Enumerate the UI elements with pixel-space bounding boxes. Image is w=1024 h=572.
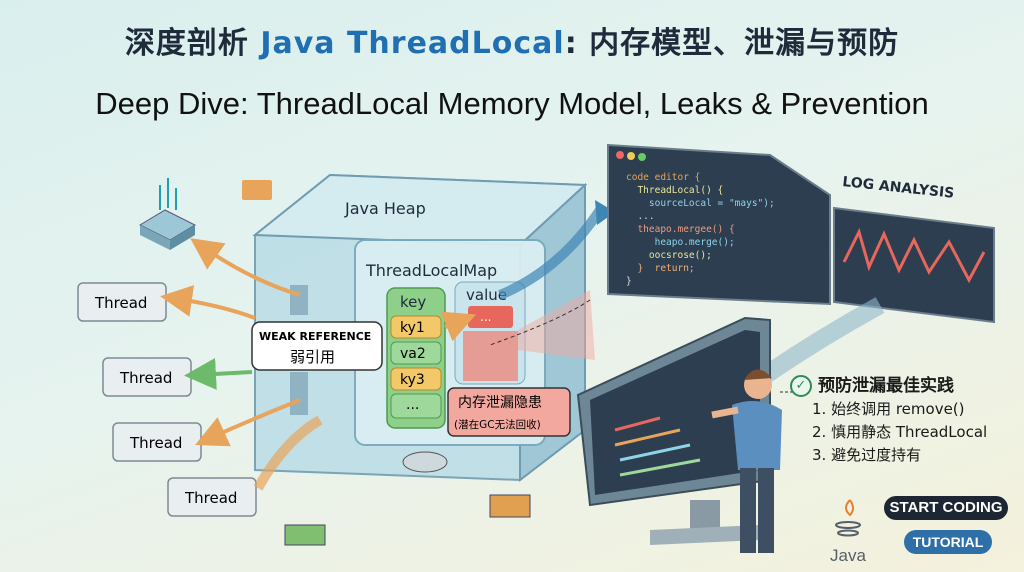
tutorial-badge: TUTORIAL — [904, 530, 992, 554]
start-coding-badge: START CODING — [884, 496, 1008, 520]
thread-box: Thread — [102, 357, 192, 397]
key-item: ... — [406, 397, 419, 413]
best-practice-item: 1. 始终调用 remove() — [812, 400, 965, 418]
best-practice-item: 2. 慎用静态 ThreadLocal — [812, 423, 988, 441]
svg-text:code editor {: code editor { — [626, 172, 700, 183]
thread-boxes: Thread Thread Thread Thread — [77, 282, 257, 517]
disk-icon — [402, 451, 448, 473]
java-logo-text: Java — [830, 546, 866, 565]
title-chinese: 深度剖析 Java ThreadLocal: 内存模型、泄漏与预防 — [0, 24, 1024, 64]
svg-text:内存泄漏隐患: 内存泄漏隐患 — [458, 395, 542, 411]
value-cell-text: ... — [480, 310, 491, 324]
weak-reference-callout: WEAK REFERENCE 弱引用 — [251, 321, 383, 371]
checkmark-icon: ✓ — [790, 375, 812, 397]
svg-text:Thread: Thread — [184, 489, 237, 507]
svg-text:Thread: Thread — [94, 294, 147, 312]
svg-text:heapo.merge();: heapo.merge(); — [626, 237, 735, 248]
title-english: Deep Dive: ThreadLocal Memory Model, Lea… — [95, 86, 929, 121]
svg-text:sourceLocal = "mays");: sourceLocal = "mays"); — [626, 198, 775, 209]
thread-box: Thread — [112, 422, 202, 462]
folder-icon — [242, 180, 272, 200]
svg-text:(潜在GC无法回收): (潜在GC无法回收) — [454, 418, 541, 431]
java-heap-label: Java Heap — [344, 199, 426, 218]
best-practices-title: 预防泄漏最佳实践 — [818, 376, 954, 396]
chip-icon — [284, 524, 326, 546]
developer-person — [711, 369, 782, 553]
code-editor-window: code editor { ThreadLocal() { sourceLoca… — [607, 143, 831, 306]
chip-icon — [138, 178, 197, 250]
key-header: key — [400, 293, 426, 311]
svg-text:...: ... — [626, 211, 655, 222]
svg-text:LOG ANALYSIS: LOG ANALYSIS — [842, 174, 955, 202]
svg-text:WEAK REFERENCE: WEAK REFERENCE — [259, 330, 371, 343]
java-logo — [835, 499, 861, 537]
svg-text:theapo.mergee() {: theapo.mergee() { — [626, 224, 735, 235]
chip-icon — [489, 494, 531, 518]
map-label: ThreadLocalMap — [365, 261, 497, 280]
leak-warning-callout: 内存泄漏隐患 (潜在GC无法回收) — [447, 387, 571, 437]
key-item: ky3 — [400, 372, 425, 388]
thread-box: Thread — [167, 477, 257, 517]
svg-text:}: } — [626, 276, 632, 287]
svg-text:} return;: } return; — [626, 263, 695, 274]
title-suffix: : 内存模型、泄漏与预防 — [564, 26, 900, 61]
svg-text:弱引用: 弱引用 — [290, 348, 335, 366]
key-item: ky1 — [400, 320, 425, 336]
value-header: value — [466, 286, 507, 304]
thread-box: Thread — [77, 282, 167, 322]
svg-text:Thread: Thread — [129, 434, 182, 452]
log-analysis-panel: LOG ANALYSIS — [833, 174, 995, 324]
key-item: va2 — [400, 346, 426, 362]
svg-text:oocsrose();: oocsrose(); — [626, 250, 712, 261]
best-practice-item: 3. 避免过度持有 — [812, 446, 922, 464]
title-highlight: Java ThreadLocal — [260, 26, 565, 61]
best-practices-panel: ✓ 预防泄漏最佳实践 1. 始终调用 remove() 2. 慎用静态 Threa… — [790, 374, 987, 467]
monitor — [576, 316, 771, 545]
svg-text:ThreadLocal() {: ThreadLocal() { — [626, 185, 723, 196]
value-cell — [468, 306, 513, 328]
svg-text:Thread: Thread — [119, 369, 172, 387]
title-prefix: 深度剖析 — [124, 26, 261, 61]
